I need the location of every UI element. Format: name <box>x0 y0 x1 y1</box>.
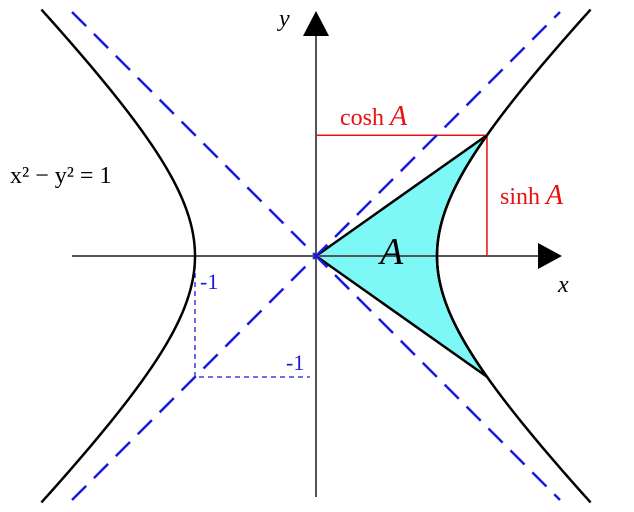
asymptote-y-x <box>71 11 561 501</box>
equation-label: x² − y² = 1 <box>10 163 111 189</box>
x-axis-arrow-icon <box>538 243 562 269</box>
sinh-label: sinh A <box>500 180 564 211</box>
cosh-label: cosh A <box>340 101 408 132</box>
y-axis-label: y <box>277 6 290 32</box>
neg-one-y-label: -1 <box>286 350 304 375</box>
hyperbola-left-branch <box>40 8 197 504</box>
x-axis-label: x <box>557 272 569 298</box>
neg-one-x-label: -1 <box>200 269 218 294</box>
hyperbola-right-branch <box>435 8 592 504</box>
y-axis-arrow-icon <box>303 11 329 36</box>
area-label: A <box>377 231 404 273</box>
